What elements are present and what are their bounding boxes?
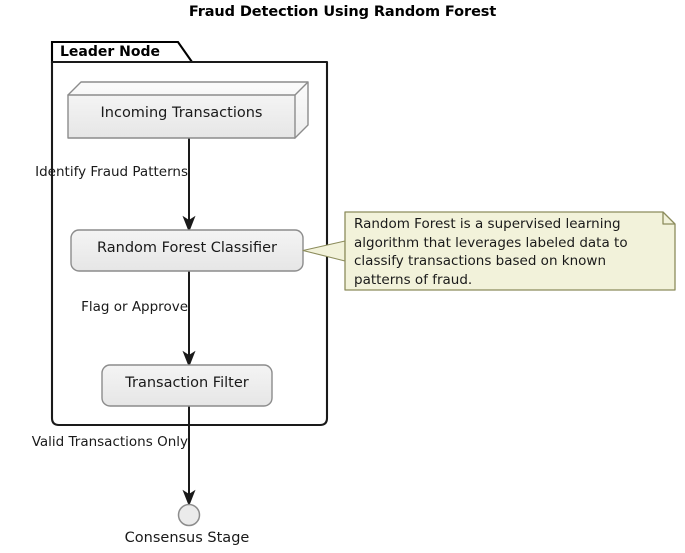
node-incoming-transactions-shape[interactable] xyxy=(67,81,309,139)
partition-leader-node xyxy=(50,40,329,427)
note-text: Random Forest is a supervised learning a… xyxy=(354,216,628,288)
edge-identify-fraud-patterns xyxy=(182,138,196,233)
edge-flag-or-approve xyxy=(182,270,196,368)
edge-label-valid-transactions-only: Valid Transactions Only xyxy=(31,434,188,450)
note-connector xyxy=(302,240,346,262)
note-fold-corner xyxy=(662,212,675,225)
node-label-incoming-transactions: Incoming Transactions xyxy=(100,105,263,121)
node-label-random-forest-classifier: Random Forest Classifier xyxy=(97,240,277,256)
note-balloon xyxy=(344,211,676,291)
edge-valid-transactions-only xyxy=(182,405,196,507)
partition-label-leader-node: Leader Node xyxy=(60,44,161,60)
edge-label-identify-fraud-patterns: Identify Fraud Patterns xyxy=(35,164,188,180)
node-label-consensus-stage: Consensus Stage xyxy=(124,530,250,546)
edge-label-flag-or-approve: Flag or Approve xyxy=(81,299,188,315)
node-consensus-stage-circle[interactable] xyxy=(177,503,201,527)
node-transaction-filter-shape[interactable] xyxy=(101,364,273,407)
node-label-transaction-filter: Transaction Filter xyxy=(125,375,249,391)
diagram-title: Fraud Detection Using Random Forest xyxy=(188,4,497,20)
partition-body xyxy=(50,60,329,427)
